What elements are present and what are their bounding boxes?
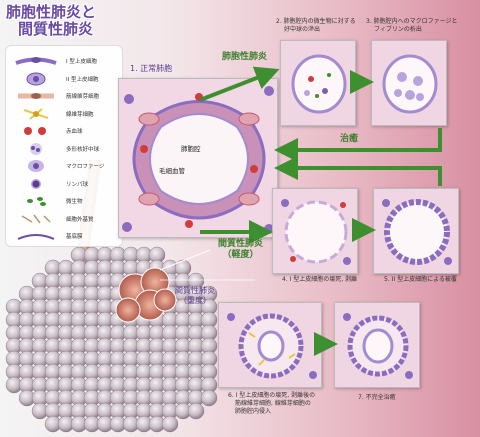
arrow-healing [274,128,442,162]
panel2-drawing [281,41,355,125]
panel3-drawing [372,41,446,125]
panel5-drawing [374,189,458,273]
cut-alveoli [115,267,177,323]
arrow-healing-from-panel5 [274,156,442,186]
basement-membrane-icon [10,229,62,243]
legend-item: 赤血球 [10,124,83,138]
panel4-caption: 4. I 型上皮細胞の壊死, 剥離 [282,276,358,283]
panel7-drawing [335,303,419,387]
legend-item: 筋線維芽細胞 [10,89,99,103]
panel2-caption-line2: 好中球の滲出 [284,26,321,33]
fibroblast-icon [10,107,62,121]
interstitial-mild-line1: 間質性肺炎 [218,239,264,249]
panel-macrophage-fibrin [371,40,447,126]
interstitial-severe-line1: 間質性肺炎 [175,286,215,295]
lung-illustration [5,160,218,433]
type1-epithelial-cell-icon [10,54,62,68]
panel6-caption-line1: 6. I 型上皮細胞の壊死, 剥離後の [228,392,316,399]
myofibroblast-icon [10,89,62,103]
legend-label: 微生物 [66,199,83,205]
interstitial-mild-line2: （軽度） [222,250,259,260]
panel5-caption: 5. II 型上皮細胞による被覆 [384,276,457,283]
panel1-caption: 1. 正常肺胞 [130,64,173,73]
healing-label: 治癒 [340,134,359,144]
panel-type1-necrosis [272,188,358,274]
alveolar-sac [200,389,218,407]
red-blood-cell-icon [10,124,62,138]
panel-type2-covering [373,188,459,274]
diagram-title: 肺胞性肺炎と 間質性肺炎 [6,4,96,38]
capillary-label: 毛細血管 [159,167,185,175]
legend-item: マクロファージ [10,159,104,173]
type2-epithelial-cell-icon [10,72,62,86]
legend-label: 基底膜 [66,234,83,240]
panel6-caption-line2: 筋線維芽細胞, 線維芽細胞の [235,400,311,407]
panel-incomplete-healing [334,302,420,388]
arrow-to-alveolar-pneumonia [199,66,280,102]
legend-label: マクロファージ [66,164,105,170]
legend-item: 線維芽細胞 [10,107,94,121]
legend-label: 細胞外基質 [66,216,94,223]
legend-item: II 型上皮細胞 [10,72,99,86]
interstitial-mild-label: 間質性肺炎 （軽度） [218,239,263,261]
panel-normal-alveolus: 肺胞腔 毛細血管 [118,78,278,238]
microbe-icon [10,194,62,208]
alveolar-sac [187,402,205,420]
neutrophil-icon [10,142,62,156]
title-line-1: 肺胞性肺炎と [6,3,97,21]
panel6-caption-line3: 肺胞腔内侵入 [235,408,272,415]
alveolar-sac [161,415,179,433]
legend-item: 多形核好中球 [10,142,99,156]
legend-item: リンパ球 [10,177,88,191]
normal-alveolus-drawing [119,79,277,237]
panel6-drawing [219,303,321,387]
alveolar-pneumonia-label: 肺胞性肺炎 [222,52,268,62]
legend-item: 細胞外基質 [10,212,94,226]
legend-label: II 型上皮細胞 [66,76,99,83]
legend-label: 多形核好中球 [66,146,100,153]
panel3-caption: 3. 肺胞腔内へのマクロファージと フィブリンの析出 [366,18,458,34]
legend-item: 微生物 [10,194,83,208]
panel2-caption: 2. 肺胞腔内の微生物に対する 好中球の滲出 [276,18,356,34]
panel-neutrophil-exudation [280,40,356,126]
legend-label: 赤血球 [66,129,83,135]
legend-item: I 型上皮細胞 [10,54,97,68]
interstitial-severe-label: 間質性肺炎 （重度） [175,286,215,306]
panel3-caption-line1: 3. 肺胞腔内へのマクロファージと [366,18,458,25]
legend-label: リンパ球 [66,181,89,188]
extracellular-matrix-icon [10,212,62,226]
panel2-caption-line1: 2. 肺胞腔内の微生物に対する [276,18,356,25]
lymphocyte-icon [10,177,62,191]
interstitial-severe-line2: （重度） [179,296,211,305]
legend-label: 筋線維芽細胞 [66,94,100,100]
panel6-caption: 6. I 型上皮細胞の壊死, 剥離後の 筋線維芽細胞, 線維芽細胞の 肺胞腔内侵… [228,392,315,416]
legend-label: 線維芽細胞 [66,111,94,118]
panel7-caption: 7. 不完全治癒 [358,394,396,401]
alveolar-space-label: 肺胞腔 [181,145,201,153]
macrophage-icon [10,159,62,173]
legend-label: I 型上皮細胞 [66,59,97,65]
title-line-2: 間質性肺炎 [18,20,94,38]
legend-box: I 型上皮細胞 II 型上皮細胞筋線維芽細胞線維芽細胞赤血球多形核好中球マクロファ… [5,45,123,247]
panel-fibroblast-invasion [218,302,322,388]
legend-item: 基底膜 [10,229,83,243]
panel4-drawing [273,189,357,273]
panel3-caption-line2: フィブリンの析出 [374,26,422,33]
